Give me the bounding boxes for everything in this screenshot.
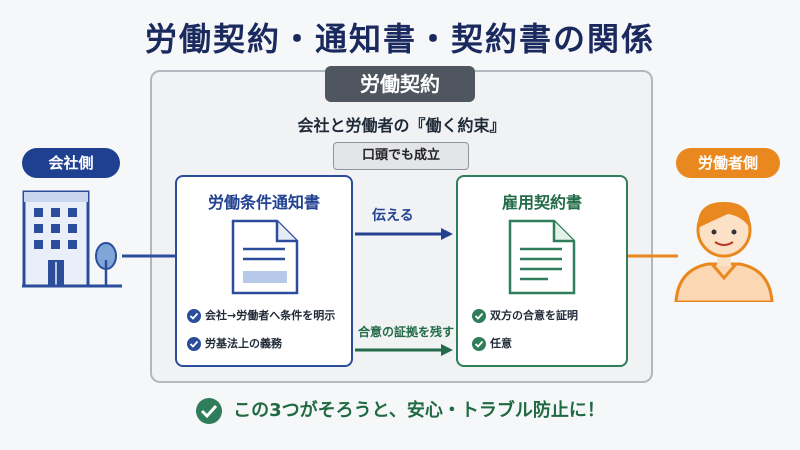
company-connector-line — [122, 254, 178, 258]
employment-check-item: 双方の合意を証明 — [472, 307, 578, 323]
notice-check-item: 会社→労働者へ条件を明示 — [187, 307, 335, 323]
notice-check-item: 労基法上の義務 — [187, 335, 282, 351]
convey-arrow-label: 伝える — [372, 208, 414, 224]
work-promise-text: 会社と労働者の『働く約束』 — [297, 116, 506, 135]
document-icon — [231, 219, 299, 295]
convey-arrow — [355, 228, 453, 240]
summary-text: この3つがそろうと、安心・トラブル防止に！ — [233, 400, 605, 421]
building-icon — [22, 190, 122, 288]
check-circle-icon — [187, 337, 201, 351]
employment-check-text: 双方の合意を証明 — [490, 309, 578, 322]
notice-card-title: 労働条件通知書 — [207, 193, 320, 212]
worker-person-icon — [674, 202, 774, 302]
worker-connector-line — [626, 254, 678, 258]
check-circle-icon — [472, 337, 486, 351]
labor-contract-label: 労働契約 — [325, 66, 475, 102]
page-title: 労働契約・通知書・契約書の関係 — [144, 20, 655, 58]
verbal-valid-badge: 口頭でも成立 — [333, 142, 469, 170]
company-side-badge: 会社側 — [22, 148, 120, 178]
notice-check-text: 会社→労働者へ条件を明示 — [205, 309, 336, 322]
employment-contract-card: 雇用契約書 双方の合意を証明 任意 — [456, 175, 628, 367]
employment-check-item: 任意 — [472, 335, 512, 351]
evidence-arrow — [355, 344, 453, 356]
contract-document-icon — [508, 219, 576, 295]
employment-check-text: 任意 — [490, 337, 512, 350]
evidence-arrow-label: 合意の証拠を残す — [358, 325, 455, 339]
employment-card-title: 雇用契約書 — [501, 193, 582, 212]
check-circle-icon — [187, 309, 201, 323]
notice-check-text: 労基法上の義務 — [205, 337, 282, 350]
summary-footer: この3つがそろうと、安心・トラブル防止に！ — [0, 396, 800, 425]
notice-card: 労働条件通知書 会社→労働者へ条件を明示 労基法上の義務 — [175, 175, 353, 367]
worker-side-badge: 労働者側 — [676, 148, 780, 178]
check-circle-icon — [472, 309, 486, 323]
check-circle-icon — [196, 398, 223, 424]
